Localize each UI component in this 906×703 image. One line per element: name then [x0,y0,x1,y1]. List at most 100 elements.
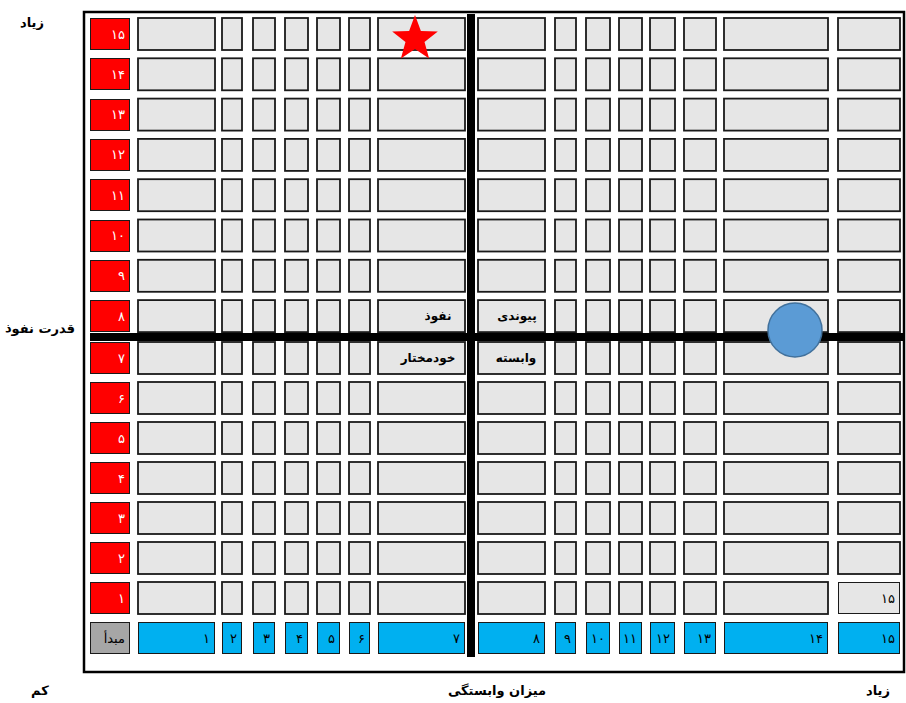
column-number: ۵ [317,622,340,654]
grid-cell [253,382,275,414]
cell-text: ۷ [453,631,460,646]
grid-cell [619,99,642,131]
grid-cell [650,99,675,131]
cell-text: ۳ [263,631,270,646]
cell-text: ۷ [118,351,125,366]
column-number: ۱۱ [619,622,642,654]
grid-cell [586,342,610,374]
grid-cell [684,382,716,414]
grid-cell [285,582,308,614]
grid-cell [586,300,610,332]
vertical-divider [467,14,475,657]
grid-cell [478,260,545,292]
grid-cell [253,99,275,131]
axis-title: قدرت نفوذ [5,321,75,336]
cell-text: ۱۲ [111,147,125,162]
grid-cell [478,502,545,534]
grid-cell [555,300,576,332]
origin-cell: مبدأ [90,622,130,654]
grid-cell [586,502,610,534]
grid-cell [222,582,242,614]
grid-cell [586,422,610,454]
grid-cell [619,300,642,332]
grid-cell [684,220,716,252]
grid-cell [555,462,576,494]
grid-cell [684,422,716,454]
cell-text: ۱ [203,631,210,646]
grid-cell [349,260,370,292]
grid-cell [684,18,716,50]
grid-cell [555,382,576,414]
grid-cell [222,260,242,292]
grid-cell [138,260,215,292]
grid-cell [317,260,340,292]
grid-cell [349,342,370,374]
grid-cell [317,220,340,252]
grid-cell [838,99,900,131]
column-number: ۱۲ [650,622,675,654]
cell-text: ۴ [118,471,125,486]
grid-cell [555,139,576,171]
grid-cell [650,18,675,50]
grid-cell [349,382,370,414]
grid-cell [619,260,642,292]
grid-cell [378,99,465,131]
grid-cell [378,382,465,414]
grid-cell [724,179,828,211]
grid-cell [838,382,900,414]
grid-cell [838,179,900,211]
grid-cell [684,58,716,90]
row-number: ۱۲ [90,139,130,171]
grid-cell [253,18,275,50]
grid-cell [253,220,275,252]
row-number: ۳ [90,502,130,534]
grid-cell [555,260,576,292]
grid-cell [684,462,716,494]
grid-cell [619,139,642,171]
grid-cell [349,179,370,211]
cell-text: ۹ [564,631,571,646]
grid-cell [317,18,340,50]
grid-cell [349,139,370,171]
grid-cell [838,58,900,90]
cell-text: ۱۰ [111,228,125,243]
grid-cell [650,260,675,292]
grid-cell [724,260,828,292]
axis-title: میزان وابستگی [448,683,546,698]
column-number: ۹ [555,622,576,654]
row-number: ۱۱ [90,179,130,211]
grid-cell [285,220,308,252]
grid-cell [724,582,828,614]
grid-cell [222,342,242,374]
grid-cell [684,502,716,534]
grid-cell [378,422,465,454]
grid-cell [478,99,545,131]
column-number: ۱۴ [724,622,828,654]
grid-cell [222,382,242,414]
grid-cell [478,220,545,252]
cell-text: ۵ [328,631,335,646]
grid-cell [349,58,370,90]
grid-cell [838,542,900,574]
grid-cell [478,139,545,171]
cell-text: ۱۵ [111,27,125,42]
row-number: ۶ [90,382,130,414]
grid-cell [650,342,675,374]
grid-cell [349,300,370,332]
grid-cell [619,342,642,374]
grid-cell [619,502,642,534]
grid-cell [285,300,308,332]
grid-cell [138,382,215,414]
grid-cell [838,260,900,292]
grid-cell [724,462,828,494]
grid-cell [285,422,308,454]
row-number: ۹ [90,260,130,292]
grid-cell [285,179,308,211]
column-number: ۲ [222,622,242,654]
grid-cell [378,139,465,171]
grid-cell [253,542,275,574]
cell-text: ۵ [118,431,125,446]
grid-cell [586,18,610,50]
grid-cell [285,462,308,494]
grid-cell [222,179,242,211]
